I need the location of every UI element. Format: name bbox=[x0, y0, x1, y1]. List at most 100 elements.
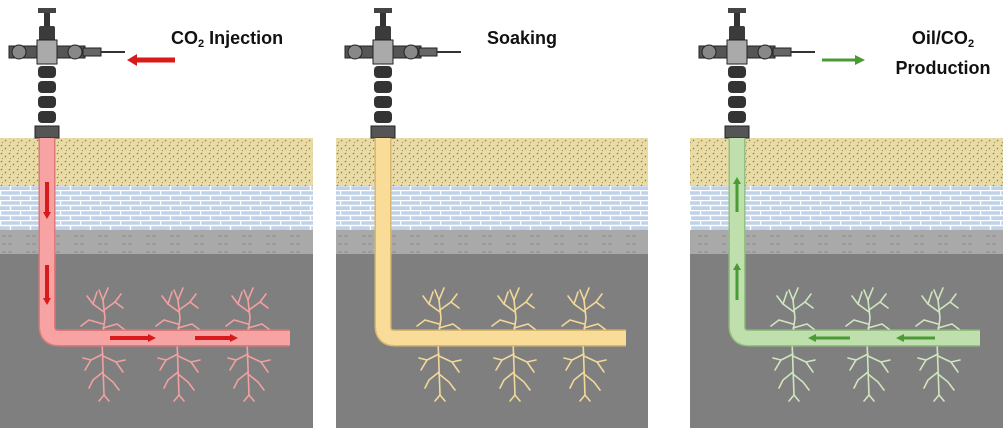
fracture-branch bbox=[491, 319, 515, 327]
fracture-branch bbox=[569, 371, 585, 389]
fracture-branch bbox=[177, 323, 201, 331]
label-soaking: Soaking bbox=[487, 28, 558, 48]
wellhead-top bbox=[728, 8, 746, 13]
fracture-branch bbox=[233, 371, 249, 389]
wellhead-outlet bbox=[772, 47, 792, 57]
fracture-branch bbox=[857, 291, 863, 305]
fracture-branch bbox=[163, 371, 179, 389]
fracture-branch bbox=[937, 373, 955, 391]
fracture-branch bbox=[866, 299, 871, 396]
fracture-branch bbox=[499, 371, 515, 389]
fracture-branch bbox=[936, 299, 941, 396]
fracture-branch bbox=[788, 289, 794, 301]
fracture-branch bbox=[190, 359, 201, 363]
wellhead-spool bbox=[728, 81, 746, 93]
fracture-branch bbox=[173, 394, 180, 402]
fracture-branch bbox=[595, 301, 605, 309]
fracture-branch bbox=[868, 394, 875, 402]
arrow-head-icon bbox=[896, 334, 904, 342]
fracture-branch bbox=[155, 319, 179, 327]
panel-injection bbox=[0, 8, 313, 428]
fracture-branch bbox=[176, 299, 181, 396]
fracture-branch bbox=[248, 394, 255, 402]
fracture-branch bbox=[247, 287, 254, 301]
fracture-branch bbox=[512, 299, 517, 396]
arrow-head-icon bbox=[855, 55, 865, 65]
wellhead-spool bbox=[728, 66, 746, 78]
label-production: Production bbox=[895, 58, 991, 78]
wellhead-cap bbox=[380, 12, 386, 26]
wellhead-spool bbox=[374, 81, 392, 93]
fracture-branch bbox=[879, 301, 889, 309]
fracture-branch bbox=[451, 359, 462, 363]
fracture-branch bbox=[438, 323, 462, 331]
valve-wheel-icon bbox=[757, 44, 773, 60]
fracture-branch bbox=[561, 319, 585, 327]
panel-soaking bbox=[336, 8, 648, 428]
wellhead-spool bbox=[374, 96, 392, 108]
wellbore bbox=[730, 138, 980, 345]
fracture-branch bbox=[778, 371, 794, 389]
wellhead-spool bbox=[38, 96, 56, 108]
fracture-branch bbox=[853, 371, 869, 389]
fracture-branch bbox=[243, 289, 249, 301]
fracture-branch bbox=[416, 319, 440, 327]
fracture-branch bbox=[259, 301, 269, 309]
fracture-branch bbox=[584, 394, 591, 402]
fracture-branch bbox=[579, 289, 585, 301]
arrow-head-icon bbox=[230, 334, 238, 342]
fracture-branch bbox=[439, 394, 446, 402]
wellhead-spool bbox=[728, 111, 746, 123]
fracture-branch bbox=[513, 373, 531, 391]
fracture-branch bbox=[845, 319, 869, 327]
valve-wheel-icon bbox=[347, 44, 363, 60]
wellhead-spool bbox=[374, 66, 392, 78]
fracture-branch bbox=[102, 373, 120, 391]
fracture-branch bbox=[493, 357, 503, 361]
fracture-branch bbox=[770, 319, 794, 327]
arrow-head-icon bbox=[43, 298, 51, 305]
arrow-head-icon bbox=[148, 334, 156, 342]
fracture-branch bbox=[792, 287, 799, 301]
fracture-branch bbox=[260, 359, 271, 363]
valve-wheel-icon bbox=[11, 44, 27, 60]
fracture-branch bbox=[509, 289, 515, 301]
fracture-branch bbox=[438, 287, 445, 301]
fracture-branch bbox=[438, 373, 456, 391]
fracture-branch bbox=[88, 371, 104, 389]
fracture-branch bbox=[177, 373, 195, 391]
fracture-branch bbox=[167, 291, 173, 305]
fracture-branch bbox=[225, 319, 249, 327]
fracture-branch bbox=[437, 299, 442, 396]
fracture-branch bbox=[114, 301, 124, 309]
fracture-branch bbox=[772, 357, 782, 361]
wellhead-cap bbox=[734, 12, 740, 26]
fracture-branch bbox=[450, 301, 460, 309]
fracture-branch bbox=[573, 291, 579, 305]
fracture-branch bbox=[791, 299, 796, 396]
fracture-branch bbox=[173, 289, 179, 301]
fracture-branch bbox=[788, 394, 795, 402]
fracture-branch bbox=[227, 357, 237, 361]
fracture-branch bbox=[583, 287, 590, 301]
fracture-branch bbox=[937, 323, 961, 331]
arrow-head-icon bbox=[733, 177, 741, 184]
wellhead-body bbox=[36, 39, 58, 65]
fracture-branch bbox=[867, 287, 874, 301]
fracture-branch bbox=[915, 319, 939, 327]
fracture-branch bbox=[189, 301, 199, 309]
fracture-branch bbox=[157, 357, 167, 361]
fracture-branch bbox=[243, 394, 250, 402]
wellhead-spool bbox=[38, 111, 56, 123]
wellhead-body bbox=[372, 39, 394, 65]
fracture-branch bbox=[98, 289, 104, 301]
fracture-branch bbox=[579, 394, 586, 402]
fracture-branch bbox=[792, 373, 810, 391]
fracture-branch bbox=[933, 289, 939, 301]
fracture-branch bbox=[792, 323, 816, 331]
fracture-branch bbox=[949, 301, 959, 309]
arrow-head-icon bbox=[43, 212, 51, 219]
valve-wheel-icon bbox=[403, 44, 419, 60]
fracture-branch bbox=[82, 357, 92, 361]
fracture-branch bbox=[847, 357, 857, 361]
